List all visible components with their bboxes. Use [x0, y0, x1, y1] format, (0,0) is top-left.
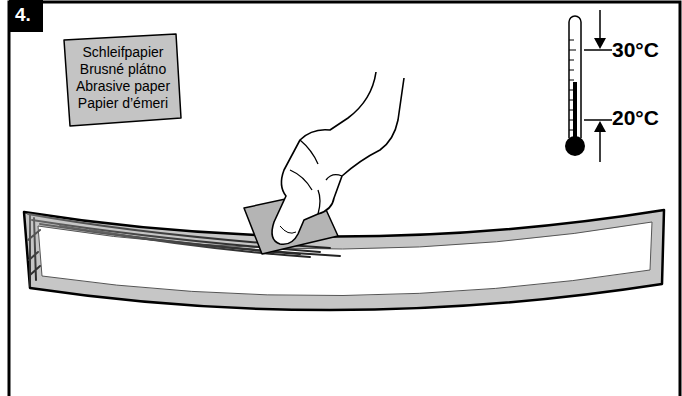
temperature-label: 20°C [612, 106, 659, 130]
label-card: SchleifpapierBrusné plátnoAbrasive paper… [62, 32, 182, 128]
curved-strip [24, 210, 664, 310]
frame [9, 2, 680, 396]
temperature-label: 30°C [612, 38, 659, 62]
card-text: Abrasive paper [74, 78, 172, 95]
step-number-box: 4. [9, 0, 43, 32]
hand-with-abrasive-paper [244, 72, 404, 254]
card-text: Papier d’émeri [74, 95, 172, 112]
thermometer [565, 10, 612, 162]
card-text: Schleifpapier [74, 44, 172, 61]
step-number: 4. [15, 3, 37, 27]
card-text: Brusné plátno [74, 61, 172, 78]
